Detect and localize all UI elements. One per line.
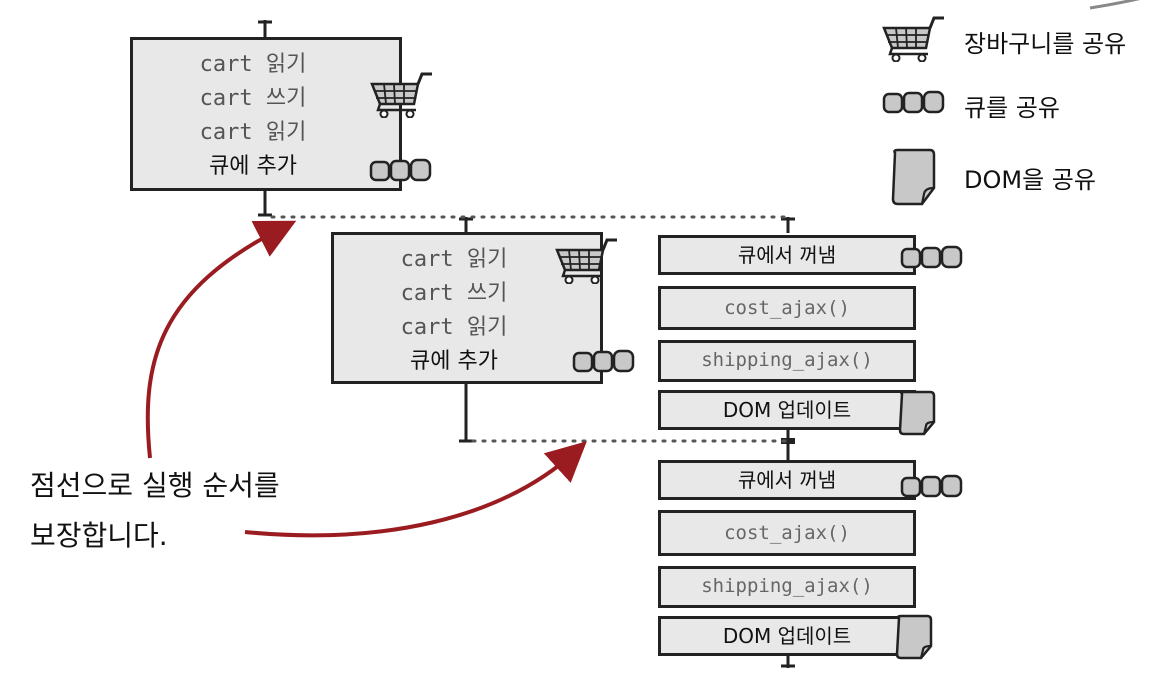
legend-dom-label: DOM을 공유: [964, 166, 1096, 194]
corner-arc: [1089, 0, 1141, 10]
q2-step-shipping-ajax: shipping_ajax(): [658, 566, 916, 608]
legend-queue-label: 큐를 공유: [964, 94, 1060, 122]
t1-line-2: cart 쓰기: [199, 86, 307, 111]
q1-step-dom-update: DOM 업데이트: [658, 390, 916, 430]
cart-icon: [370, 72, 432, 118]
timeline-1-box: cart 읽기 cart 쓰기 cart 읽기 큐에 추가: [130, 37, 402, 191]
legend-queue-icon: [882, 90, 945, 114]
t1-line-4: 큐에 추가: [209, 154, 297, 179]
arrow-to-dotted-line-1: [145, 220, 297, 459]
t2-line-3: cart 읽기: [400, 315, 508, 340]
q1-step-dequeue: 큐에서 꺼냄: [658, 235, 916, 275]
cart-icon: [555, 238, 617, 284]
timeline-1-axis: [258, 20, 272, 217]
timeline-2-axis: [459, 217, 473, 443]
q2-step-dom-update: DOM 업데이트: [658, 616, 916, 656]
timeline-2-box: cart 읽기 cart 쓰기 cart 읽기 큐에 추가: [331, 232, 603, 384]
legend-dom-page-icon: [891, 148, 936, 206]
t2-line-4: 큐에 추가: [410, 349, 498, 374]
dom-page-icon: [898, 390, 936, 436]
q1-step-shipping-ajax: shipping_ajax(): [658, 340, 916, 382]
t2-line-2: cart 쓰기: [400, 281, 508, 306]
queue-icon: [369, 158, 432, 182]
queue-icon: [572, 349, 635, 373]
t1-line-1: cart 읽기: [199, 52, 307, 77]
q2-step-cost-ajax: cost_ajax(): [658, 510, 916, 556]
dom-page-icon: [895, 614, 933, 660]
queue-icon: [900, 245, 963, 269]
legend-cart-label: 장바구니를 공유: [964, 30, 1127, 58]
t1-line-3: cart 읽기: [199, 120, 307, 145]
note-line-2: 보장합니다.: [30, 519, 168, 552]
t2-line-1: cart 읽기: [400, 247, 508, 272]
arrow-to-dotted-line-2: [244, 441, 587, 538]
queue-icon: [900, 474, 963, 498]
legend-cart-icon: [882, 16, 944, 62]
q1-step-cost-ajax: cost_ajax(): [658, 286, 916, 330]
note-line-1: 점선으로 실행 순서를: [30, 469, 280, 502]
q2-step-dequeue: 큐에서 꺼냄: [658, 460, 916, 500]
